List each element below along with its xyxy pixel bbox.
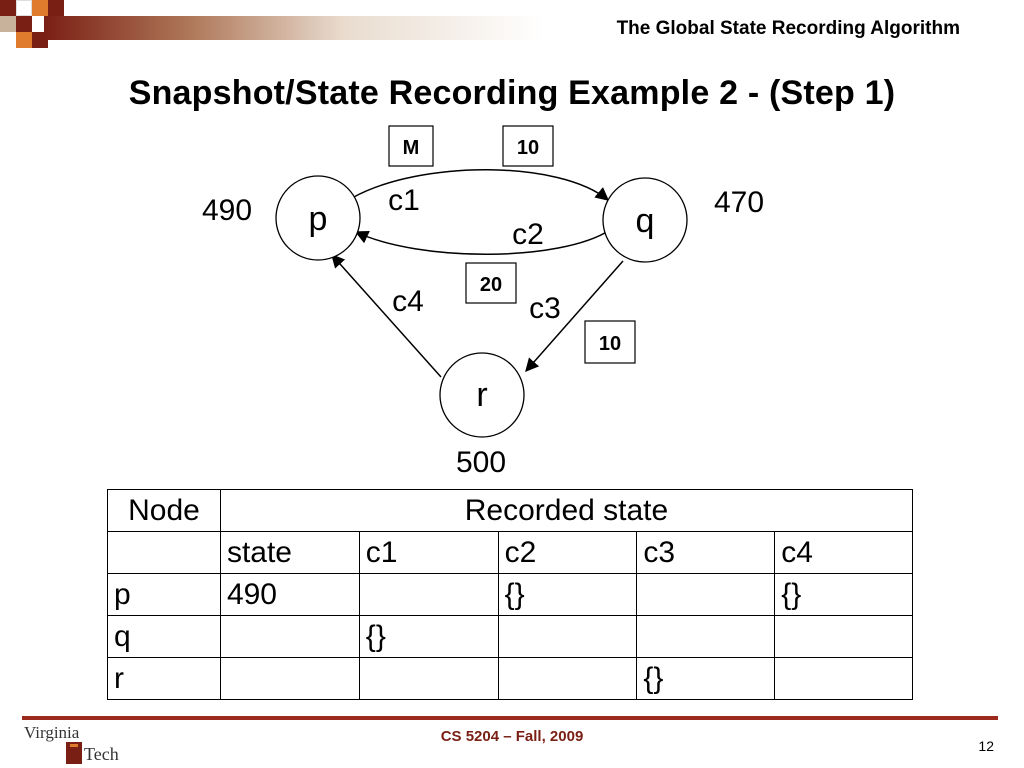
table-cell: [107, 531, 221, 574]
table-header-node: Node: [107, 489, 221, 532]
message-m-label: M: [403, 137, 420, 159]
table-row: p 490 {} {}: [107, 573, 913, 616]
channel-c4-edge: [331, 253, 442, 378]
logo-line2: Tech: [84, 744, 119, 764]
footer-course: CS 5204 – Fall, 2009: [440, 728, 584, 745]
node-q: q: [602, 177, 688, 263]
table-column-header: state: [219, 531, 360, 574]
header-bar: The Global State Recording Algorithm: [44, 16, 1004, 40]
table-cell: [358, 573, 499, 616]
logo-emblem: [66, 742, 82, 764]
message-box-10-top: 10: [502, 125, 554, 167]
virginia-tech-logo: Virginia Tech: [24, 723, 119, 764]
table-cell: [497, 615, 638, 658]
node-r: r: [439, 352, 525, 438]
message-box-10-c3: 10: [584, 320, 636, 364]
recorded-state-table: Node Recorded state state c1 c2 c3 c4 p …: [107, 489, 914, 700]
table-cell: 490: [219, 573, 360, 616]
channel-c3-label: c3: [529, 292, 561, 325]
message-10-c3-label: 10: [599, 333, 621, 355]
table-subheader-row: state c1 c2 c3 c4: [107, 531, 913, 574]
node-q-value: 470: [714, 186, 764, 219]
node-p: p: [275, 175, 361, 261]
channel-c1-edge: [351, 169, 610, 201]
channel-c4-label: c4: [392, 285, 424, 318]
table-cell: [636, 615, 776, 658]
table-cell: [636, 573, 776, 616]
table-cell: [219, 615, 360, 658]
node-p-value: 490: [202, 194, 252, 227]
table-cell: {}: [774, 573, 913, 616]
message-20-label: 20: [480, 274, 502, 296]
table-column-header: c1: [358, 531, 499, 574]
node-q-label: q: [636, 202, 655, 240]
state-diagram: M 10 20 10 p q r c1 c2 c3 c4 490 470 500: [202, 125, 764, 479]
table-row-node: q: [107, 615, 221, 658]
channel-c2-edge: [354, 229, 611, 255]
slide-title: Snapshot/State Recording Example 2 - (St…: [128, 74, 896, 112]
table-column-header: c4: [774, 531, 913, 574]
table-cell: {}: [358, 615, 499, 658]
node-r-value: 500: [456, 446, 506, 479]
page-number: 12: [978, 738, 994, 754]
node-p-label: p: [309, 200, 328, 238]
table-cell: [219, 657, 360, 700]
message-10-top-label: 10: [517, 137, 539, 159]
table-row-node: r: [107, 657, 221, 700]
table-cell: [774, 657, 913, 700]
message-box-20: 20: [465, 262, 517, 304]
table-row: q {}: [107, 615, 913, 658]
table-column-header: c3: [636, 531, 776, 574]
table-cell: [774, 615, 913, 658]
channel-c1-label: c1: [388, 184, 420, 217]
table-cell: [358, 657, 499, 700]
table-cell: [497, 657, 638, 700]
logo-line1: Virginia: [24, 723, 80, 742]
footer-divider: [22, 716, 998, 720]
node-r-label: r: [476, 376, 487, 414]
table-column-header: c2: [497, 531, 638, 574]
header-title: The Global State Recording Algorithm: [616, 18, 960, 39]
table-cell: {}: [497, 573, 638, 616]
table-header-row: Node Recorded state: [107, 489, 914, 532]
header-gradient: [44, 16, 544, 40]
channel-c2-label: c2: [512, 218, 544, 251]
table-row-node: p: [107, 573, 221, 616]
logo-emblem-stripe: [70, 744, 78, 747]
table-row: r {}: [107, 657, 913, 700]
message-box-m: M: [388, 125, 434, 167]
table-cell: {}: [636, 657, 776, 700]
table-header-recorded-state: Recorded state: [219, 489, 914, 532]
channel-c3-edge: [525, 260, 624, 373]
